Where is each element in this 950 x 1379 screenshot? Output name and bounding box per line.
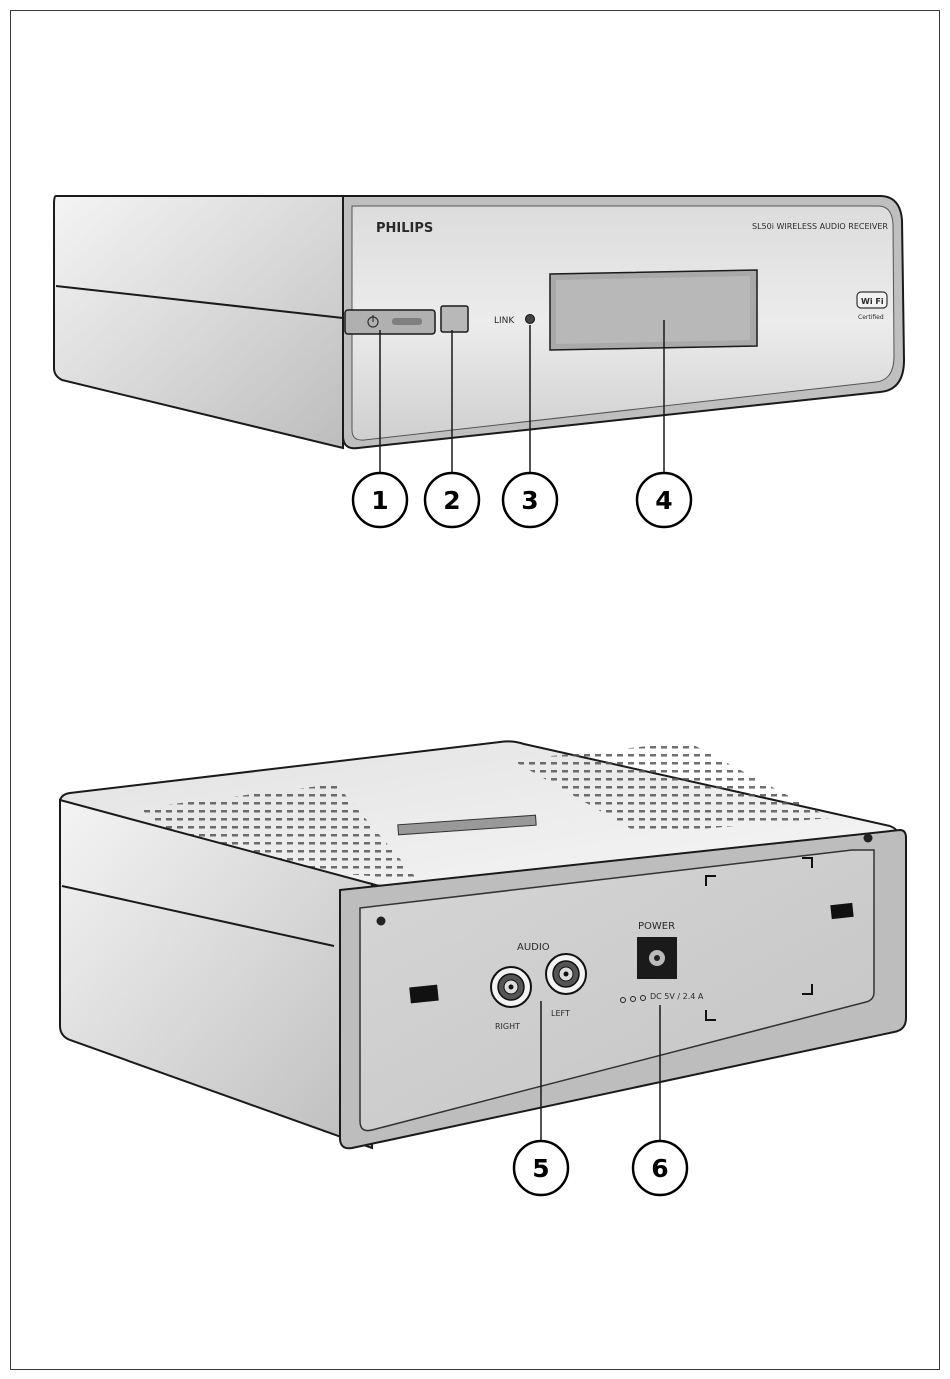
power-label: POWER	[638, 921, 675, 932]
wifi-certified-label: Certified	[858, 314, 884, 321]
svg-text:1: 1	[371, 486, 388, 515]
right-channel-label: RIGHT	[495, 1022, 520, 1031]
model-label: SL50i WIRELESS AUDIO RECEIVER	[752, 222, 888, 231]
callout-3: 3	[503, 473, 557, 527]
svg-text:2: 2	[443, 486, 460, 515]
callout-2: 2	[425, 473, 479, 527]
link-led	[526, 315, 535, 324]
svg-text:3: 3	[521, 486, 538, 515]
standby-indicator	[392, 318, 422, 325]
svg-text:6: 6	[651, 1154, 668, 1183]
callout-1: 1	[353, 473, 407, 527]
front-view: PHILIPS SL50i WIRELESS AUDIO RECEIVER LI…	[54, 196, 904, 527]
audio-jack-left[interactable]	[546, 954, 586, 994]
svg-text:4: 4	[655, 486, 672, 515]
source-button[interactable]	[441, 306, 468, 332]
callout-6: 6	[633, 1141, 687, 1195]
left-channel-label: LEFT	[551, 1009, 570, 1018]
dc-rating-label: DC 5V / 2.4 A	[650, 992, 704, 1001]
svg-text:5: 5	[532, 1154, 549, 1183]
screw-left	[377, 917, 386, 926]
callout-4: 4	[637, 473, 691, 527]
rear-view: AUDIO RIGHT LEFT POWER DC 5V / 2.4 A	[60, 741, 906, 1195]
link-label: LINK	[494, 316, 515, 326]
brand-logo: PHILIPS	[376, 221, 433, 236]
audio-label: AUDIO	[517, 942, 550, 953]
mount-slot-left	[409, 985, 439, 1004]
mount-slot-right	[830, 903, 853, 919]
svg-text:Wi Fi: Wi Fi	[861, 297, 884, 306]
audio-jack-right[interactable]	[491, 967, 531, 1007]
front-side-panel	[54, 196, 343, 448]
callout-5: 5	[514, 1141, 568, 1195]
screw-right	[864, 834, 873, 843]
